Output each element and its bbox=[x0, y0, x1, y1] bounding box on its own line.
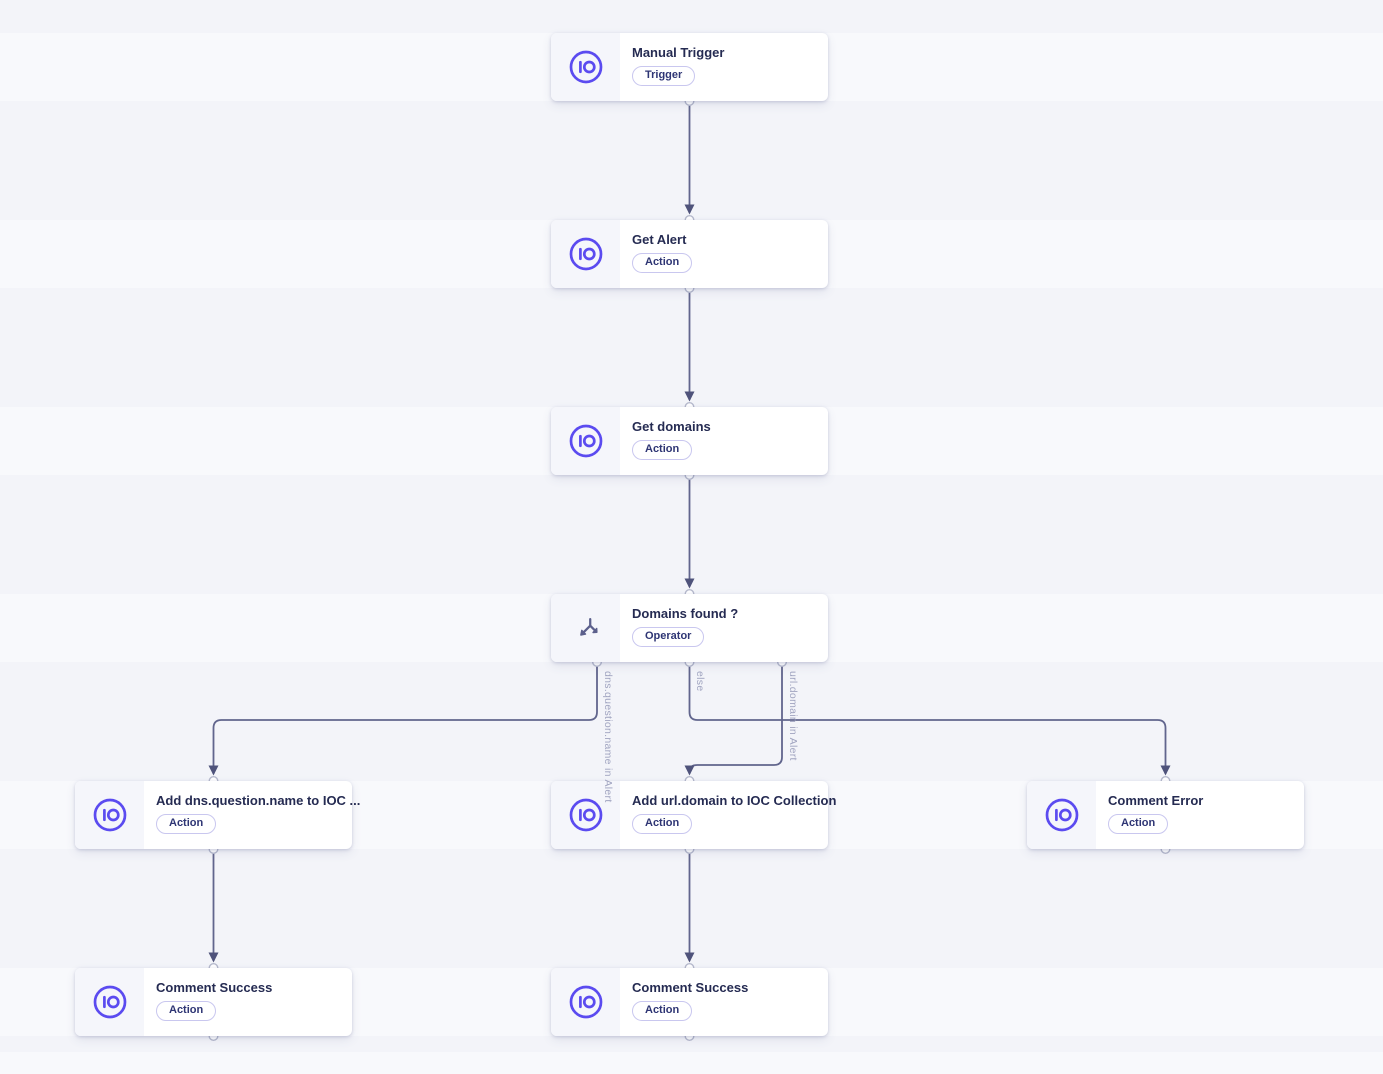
node-type-badge: Action bbox=[156, 814, 217, 834]
node-type-badge: Operator bbox=[632, 627, 705, 647]
node-icon-panel bbox=[551, 220, 620, 288]
node-type-badge: Action bbox=[1108, 814, 1169, 834]
node-title: Comment Error bbox=[1108, 793, 1204, 808]
node-get-domains[interactable]: Get domains Action bbox=[551, 407, 828, 475]
sekoia-io-logo-icon bbox=[569, 424, 602, 458]
sekoia-io-logo-icon bbox=[569, 237, 602, 271]
node-icon-panel bbox=[551, 968, 620, 1036]
node-add-url-domain[interactable]: Add url.domain to IOC Collection Action bbox=[551, 781, 836, 849]
sekoia-io-logo-icon bbox=[1045, 798, 1078, 832]
node-comment-error[interactable]: Comment Error Action bbox=[1027, 781, 1304, 849]
node-add-dns-question-name[interactable]: Add dns.question.name to IOC ... Action bbox=[75, 781, 360, 849]
node-comment-success-center[interactable]: Comment Success Action bbox=[551, 968, 828, 1036]
node-title: Comment Success bbox=[156, 980, 273, 995]
sekoia-io-logo-icon bbox=[93, 798, 126, 832]
node-type-badge: Action bbox=[632, 814, 693, 834]
node-title: Manual Trigger bbox=[632, 45, 725, 60]
node-title: Add url.domain to IOC Collection bbox=[632, 793, 837, 808]
sekoia-io-logo-icon bbox=[569, 798, 602, 832]
edge-domains-found-to-add-url[interactable] bbox=[684, 666, 783, 776]
node-comment-success-left[interactable]: Comment Success Action bbox=[75, 968, 352, 1036]
node-type-badge: Action bbox=[632, 1001, 693, 1021]
node-icon-panel bbox=[551, 781, 620, 849]
node-title: Comment Success bbox=[632, 980, 749, 995]
sekoia-io-logo-icon bbox=[93, 985, 126, 1019]
node-manual-trigger[interactable]: Manual Trigger Trigger bbox=[551, 33, 828, 101]
node-type-badge: Action bbox=[156, 1001, 217, 1021]
node-type-badge: Trigger bbox=[632, 66, 696, 86]
node-icon-panel bbox=[551, 33, 620, 101]
split-arrows-icon bbox=[579, 617, 598, 637]
node-icon-panel bbox=[551, 594, 620, 662]
node-title: Domains found ? bbox=[632, 606, 739, 621]
node-type-badge: Action bbox=[632, 440, 693, 460]
node-icon-panel bbox=[75, 781, 144, 849]
node-icon-panel bbox=[551, 407, 620, 475]
node-get-alert[interactable]: Get Alert Action bbox=[551, 220, 828, 288]
node-icon-panel bbox=[75, 968, 144, 1036]
sekoia-io-logo-icon bbox=[569, 985, 602, 1019]
node-icon-panel bbox=[1027, 781, 1096, 849]
node-type-badge: Action bbox=[632, 253, 693, 273]
edge-domains-found-else-to-comment-error[interactable] bbox=[688, 666, 1171, 776]
node-domains-found[interactable]: Domains found ? Operator bbox=[551, 594, 828, 662]
node-title: Get domains bbox=[632, 419, 711, 434]
sekoia-io-logo-icon bbox=[569, 50, 602, 84]
node-title: Add dns.question.name to IOC ... bbox=[156, 793, 361, 808]
node-title: Get Alert bbox=[632, 232, 687, 247]
edge-domains-found-to-add-dns[interactable] bbox=[208, 666, 598, 776]
